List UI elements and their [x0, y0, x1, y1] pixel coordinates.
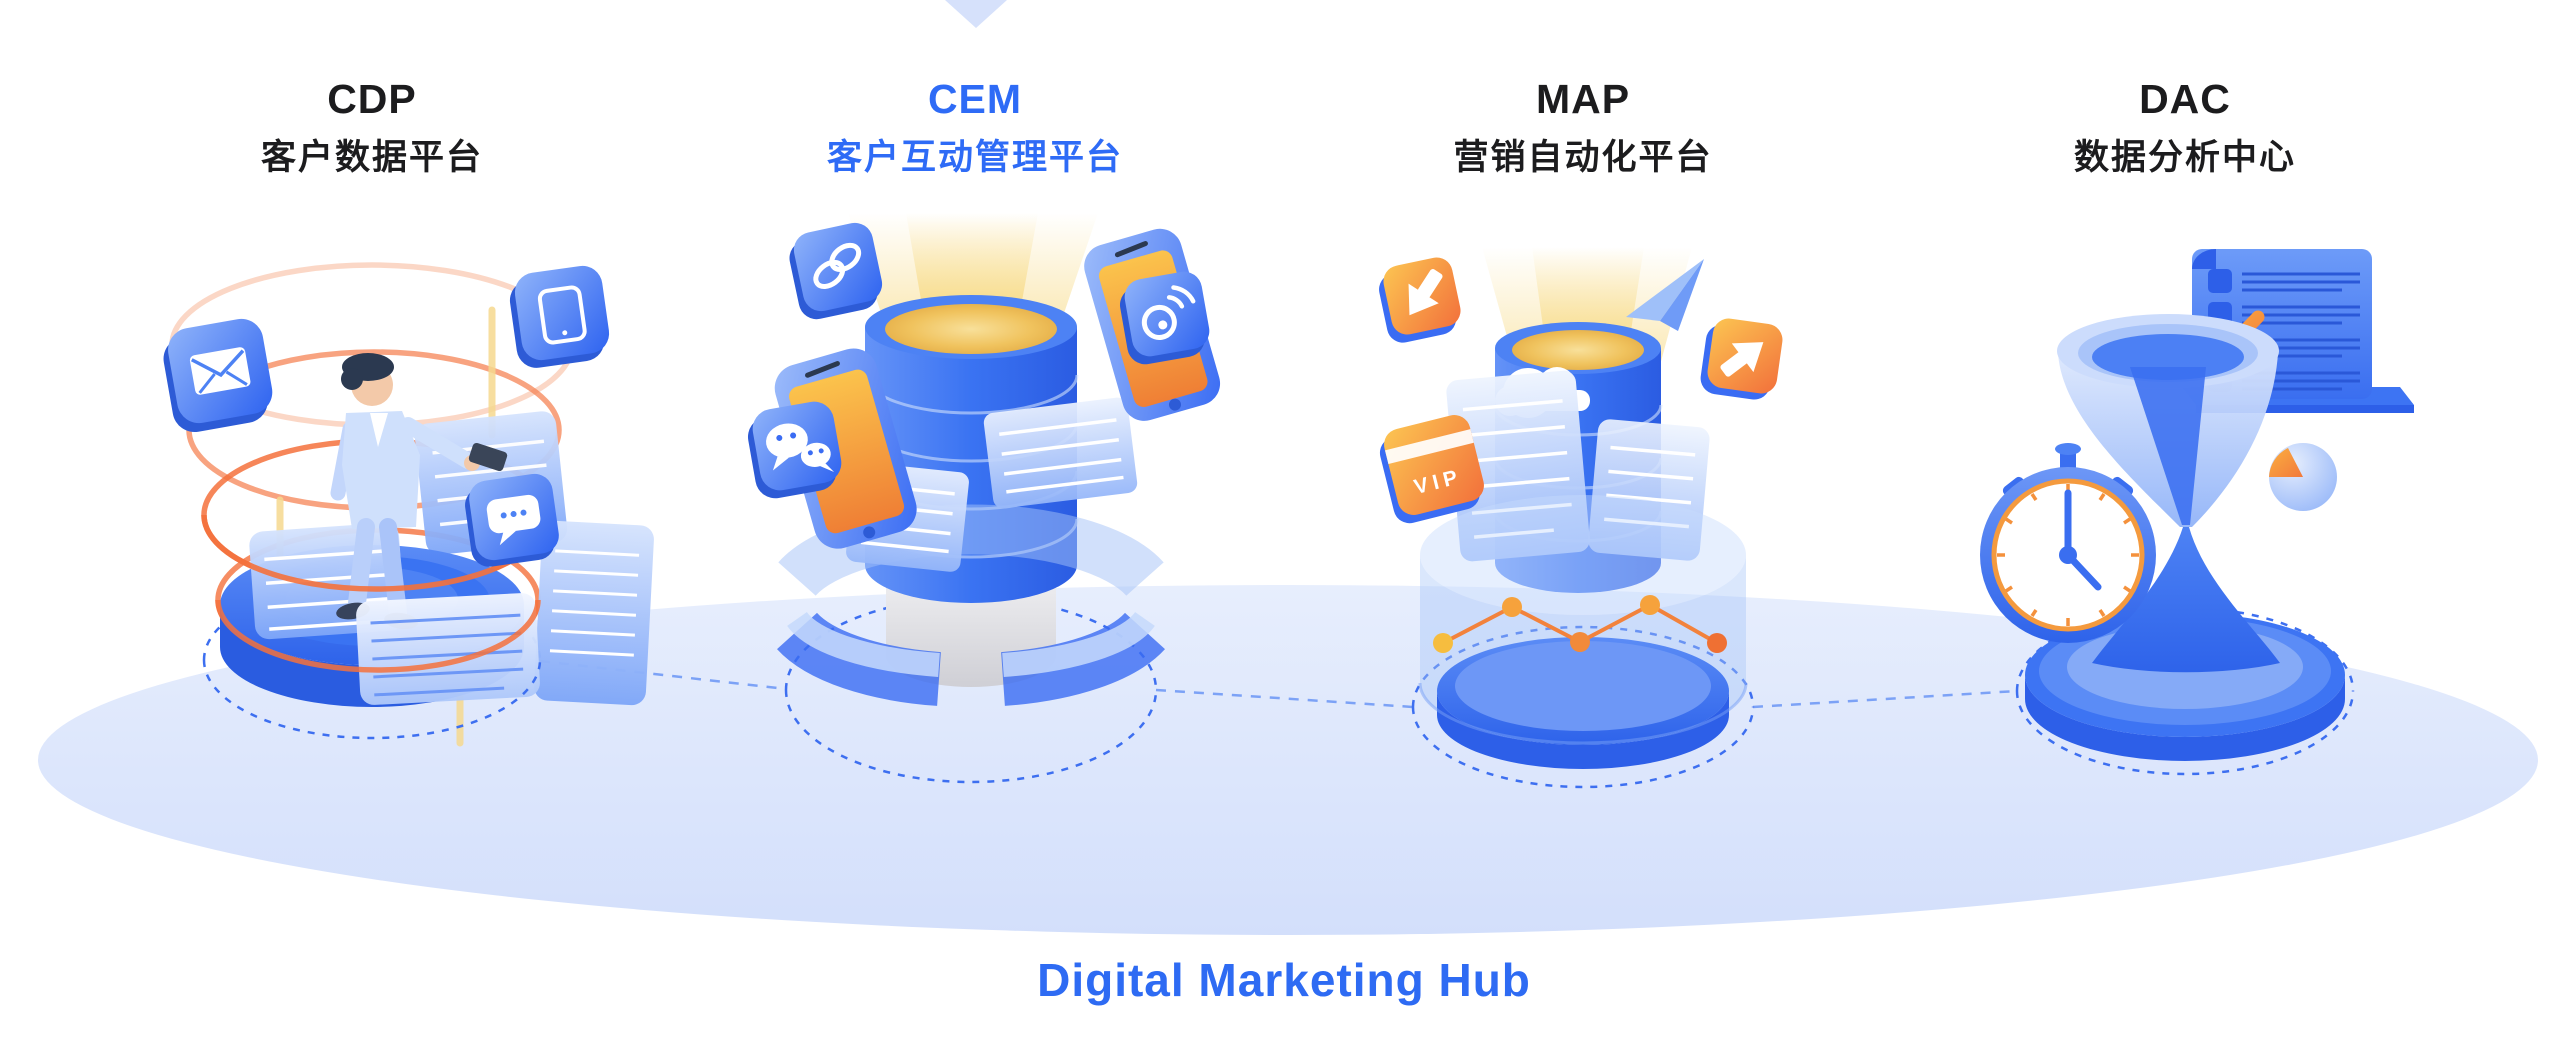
dac-name-cn: 数据分析中心	[2073, 138, 2296, 177]
link-icon	[789, 222, 883, 320]
pie-sphere-icon	[2269, 443, 2337, 511]
hourglass-lower-mound	[2092, 527, 2280, 673]
tab-dac[interactable]: DAC 数据分析中心	[1975, 74, 2395, 180]
cem-selector-triangle-icon	[945, 0, 1007, 28]
cem-dashed-ellipse-front	[784, 689, 1158, 784]
cem-name-cn: 客户互动管理平台	[826, 138, 1123, 177]
map-illustration: VIP	[1379, 247, 1783, 789]
arrow-down-right-icon	[1379, 257, 1461, 343]
weibo-icon	[1084, 228, 1221, 421]
doc-panel-right	[983, 397, 1138, 509]
cdp-acronym: CDP	[327, 76, 417, 122]
mail-icon	[163, 318, 273, 433]
map-dashed-ellipse-front	[1411, 706, 1755, 789]
light-beams	[848, 213, 1098, 325]
dac-dashed-ellipse-front	[2015, 690, 2355, 776]
wechat-icon	[747, 348, 917, 549]
map-acronym: MAP	[1535, 76, 1631, 122]
glass-base-cylinder	[1420, 495, 1746, 769]
trend-line-chart	[1418, 595, 1748, 745]
cem-illustration	[747, 213, 1221, 784]
arrow-up-right-icon	[1700, 318, 1783, 400]
dac-acronym: DAC	[2139, 76, 2231, 122]
tab-cdp[interactable]: CDP 客户数据平台	[162, 74, 582, 180]
dac-illustration	[1980, 249, 2414, 776]
hub-base-ellipse	[38, 585, 2538, 935]
map-dashed-ellipse-back	[1411, 625, 1755, 708]
doc-panel-left	[1446, 370, 1590, 562]
tab-map[interactable]: MAP 营销自动化平台	[1373, 74, 1793, 180]
vip-card-icon: VIP	[1379, 415, 1484, 524]
doc-panel-right-front	[534, 520, 654, 706]
map-name-cn: 营销自动化平台	[1453, 138, 1713, 177]
tab-cem[interactable]: CEM 客户互动管理平台	[765, 74, 1185, 180]
chat-bubble-icon	[465, 473, 559, 567]
customer-person-figure	[330, 353, 508, 630]
doc-panel-left-front-light	[356, 593, 540, 705]
doc-panel-right	[1588, 419, 1710, 561]
paper-plane-icon	[1626, 259, 1704, 331]
segmented-base-ring	[777, 504, 1165, 706]
stopwatch-icon	[1980, 443, 2156, 643]
hub-footer-label: Digital Marketing Hub	[1037, 954, 1531, 1006]
cdp-name-cn: 客户数据平台	[260, 138, 483, 177]
cdp-dashed-ellipse-front	[202, 659, 542, 740]
cem-acronym: CEM	[927, 76, 1023, 122]
cdp-illustration	[163, 262, 654, 747]
hourglass-funnel	[2057, 314, 2279, 527]
smartphone-icon	[509, 265, 610, 368]
